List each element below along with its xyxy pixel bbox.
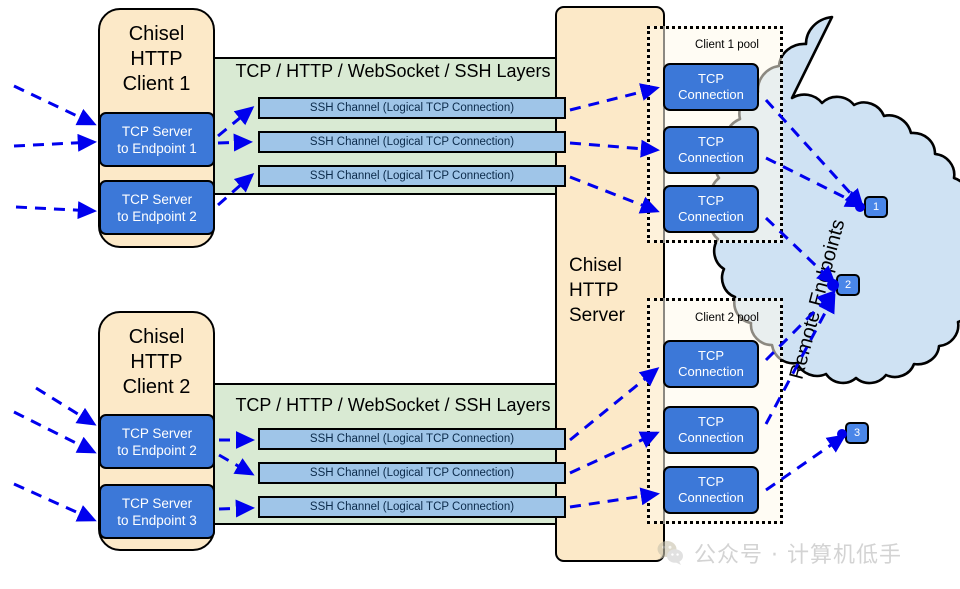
tcp-server-to-endpoint-1[interactable]: TCP Server to Endpoint 1 <box>99 112 215 167</box>
client-2-layers-title: TCP / HTTP / WebSocket / SSH Layers <box>235 395 551 415</box>
tcp-server-1-line-1: TCP Server <box>121 123 193 139</box>
conn-1-line-2: Connection <box>678 87 744 102</box>
endpoint-2-label: 2 <box>844 279 852 291</box>
server-title-line-2: HTTP <box>569 280 619 301</box>
conn-2-line-1: TCP <box>698 134 724 149</box>
tcp-server-to-endpoint-2-lower[interactable]: TCP Server to Endpoint 2 <box>99 414 215 469</box>
conn-6-line-1: TCP <box>698 474 724 489</box>
client-2-ssh-channel-2[interactable]: SSH Channel (Logical TCP Connection) <box>258 462 566 484</box>
tcp-server-3-line-2: to Endpoint 2 <box>117 442 197 458</box>
client-1-pool-connection-1[interactable]: TCP Connection <box>663 63 759 111</box>
client-1-pool-connection-3[interactable]: TCP Connection <box>663 185 759 233</box>
conn-6-line-2: Connection <box>678 490 744 505</box>
tcp-server-to-endpoint-2-upper[interactable]: TCP Server to Endpoint 2 <box>99 180 215 235</box>
client-2-title-line-1: Chisel <box>128 326 185 348</box>
watermark-text: 公众号 · 计算机低手 <box>694 543 902 568</box>
conn-4-line-2: Connection <box>678 364 744 379</box>
conn-5-line-2: Connection <box>678 430 744 445</box>
server-title-line-3: Server <box>569 305 625 326</box>
client-2-pool-label: Client 2 pool <box>695 312 759 324</box>
tcp-server-4-line-1: TCP Server <box>121 495 193 511</box>
endpoint-3-label: 3 <box>853 427 861 439</box>
tcp-server-1-line-2: to Endpoint 1 <box>117 140 197 156</box>
client-1-ssh-channel-3[interactable]: SSH Channel (Logical TCP Connection) <box>258 165 566 187</box>
client-1-ssh-channel-1[interactable]: SSH Channel (Logical TCP Connection) <box>258 97 566 119</box>
client-1-ssh-channel-2[interactable]: SSH Channel (Logical TCP Connection) <box>258 131 566 153</box>
client-2-pool-connection-1[interactable]: TCP Connection <box>663 340 759 388</box>
client-1-pool-connection-2[interactable]: TCP Connection <box>663 126 759 174</box>
remote-endpoint-1[interactable]: 1 <box>864 196 888 218</box>
endpoint-1-label: 1 <box>872 201 880 213</box>
client-1-pool-label: Client 1 pool <box>695 39 759 51</box>
client-2-title-line-2: HTTP <box>130 351 183 373</box>
client-1-title-line-1: Chisel <box>128 23 185 45</box>
watermark: 公众号 · 计算机低手 <box>655 537 902 569</box>
tcp-server-3-line-1: TCP Server <box>121 425 193 441</box>
tcp-server-2-line-2: to Endpoint 2 <box>117 208 197 224</box>
wechat-icon <box>657 541 683 565</box>
conn-4-line-1: TCP <box>698 348 724 363</box>
client-2-title-line-3: Client 2 <box>122 376 191 398</box>
remote-endpoint-3[interactable]: 3 <box>845 422 869 444</box>
remote-endpoint-2[interactable]: 2 <box>836 274 860 296</box>
conn-2-line-2: Connection <box>678 150 744 165</box>
tcp-server-to-endpoint-3[interactable]: TCP Server to Endpoint 3 <box>99 484 215 539</box>
conn-5-line-1: TCP <box>698 414 724 429</box>
server-title-line-1: Chisel <box>569 255 622 276</box>
tcp-server-2-line-1: TCP Server <box>121 191 193 207</box>
client-2-pool-connection-3[interactable]: TCP Connection <box>663 466 759 514</box>
client-2-pool-connection-2[interactable]: TCP Connection <box>663 406 759 454</box>
client-1-title-line-2: HTTP <box>130 48 183 70</box>
conn-3-line-1: TCP <box>698 193 724 208</box>
client-2-ssh-channel-3[interactable]: SSH Channel (Logical TCP Connection) <box>258 496 566 518</box>
client-1-title-line-3: Client 1 <box>122 73 191 95</box>
conn-1-line-1: TCP <box>698 71 724 86</box>
tcp-server-4-line-2: to Endpoint 3 <box>117 512 197 528</box>
client-2-ssh-channel-1[interactable]: SSH Channel (Logical TCP Connection) <box>258 428 566 450</box>
client-1-layers-title: TCP / HTTP / WebSocket / SSH Layers <box>235 61 551 81</box>
conn-3-line-2: Connection <box>678 209 744 224</box>
